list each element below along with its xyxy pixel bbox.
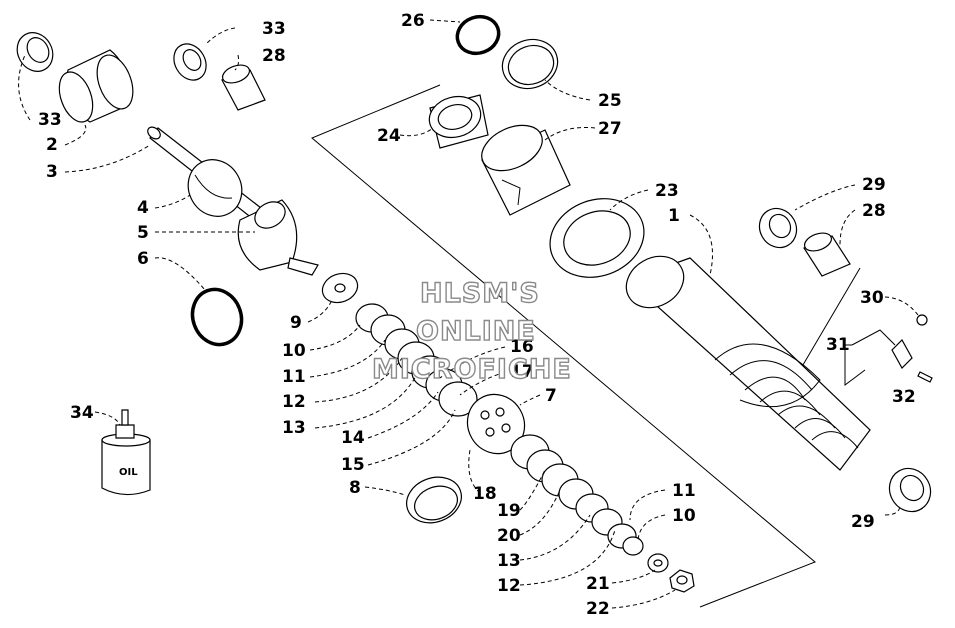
callout-28-upper: 28 <box>262 46 286 66</box>
watermark-line-1: HLSM'S <box>420 278 540 309</box>
callout-22: 22 <box>586 599 610 619</box>
upper-shim-stack <box>355 303 478 417</box>
lower-shim-stack <box>510 434 644 556</box>
callout-3: 3 <box>46 162 58 182</box>
callout-31: 31 <box>826 335 850 355</box>
callout-20: 20 <box>497 526 521 546</box>
callout-15: 15 <box>341 455 365 475</box>
callout-21: 21 <box>586 574 610 594</box>
callout-5: 5 <box>137 223 149 243</box>
part-8-piston-ring <box>406 476 462 524</box>
part-28-sleeve-right <box>803 232 851 277</box>
callout-28-right: 28 <box>862 201 886 221</box>
part-7-piston <box>466 393 526 455</box>
part-33-bushing-upper-middle <box>173 43 207 81</box>
assembly-bracket <box>311 84 861 608</box>
callout-7: 7 <box>545 386 557 406</box>
callout-1: 1 <box>668 206 680 226</box>
callout-34: 34 <box>70 403 94 423</box>
part-26-o-ring <box>455 14 501 56</box>
callout-27: 27 <box>598 119 622 139</box>
callout-30: 30 <box>860 288 884 308</box>
part-5-shaft-head <box>237 199 319 276</box>
part-6-o-ring <box>190 287 244 347</box>
callout-33-upper: 33 <box>262 19 286 39</box>
callout-29-upper: 29 <box>862 175 886 195</box>
part-24-seal-head <box>428 94 489 149</box>
leader-lines <box>18 19 919 609</box>
callout-32: 32 <box>892 387 916 407</box>
callout-2: 2 <box>46 135 58 155</box>
callout-24: 24 <box>377 126 401 146</box>
callout-6: 6 <box>137 249 149 269</box>
watermark-line-3: MICROFICHE <box>372 354 572 385</box>
part-34-oil-bottle: OIL <box>101 409 151 496</box>
watermark: HLSM'S ONLINE MICROFICHE <box>371 277 572 385</box>
part-32-valve-core <box>917 371 933 383</box>
part-4-bumper <box>187 159 243 217</box>
callout-19: 19 <box>497 501 521 521</box>
part-28-sleeve-upper-middle <box>221 64 266 111</box>
callout-23: 23 <box>655 181 679 201</box>
callout-13-upper: 13 <box>282 418 306 438</box>
callout-17: 17 <box>510 362 534 382</box>
part-1-shock-body <box>625 255 871 471</box>
part-27-bushing <box>481 124 571 216</box>
callout-10-upper: 10 <box>282 341 306 361</box>
callout-13-lower: 13 <box>497 551 521 571</box>
watermark-line-2: ONLINE <box>416 316 536 347</box>
callout-25: 25 <box>598 91 622 111</box>
callout-12-upper: 12 <box>282 392 306 412</box>
callout-26: 26 <box>401 11 425 31</box>
callout-labels: 1 2 3 4 5 6 7 8 9 10 10 11 11 12 12 13 1… <box>38 11 916 619</box>
part-2-eyelet-sleeve <box>58 49 134 123</box>
part-22-nut <box>669 569 695 593</box>
callout-18: 18 <box>473 484 497 504</box>
part-29-bushing-lower-right <box>888 467 932 513</box>
part-21-washer <box>647 553 669 573</box>
callout-9: 9 <box>290 313 302 333</box>
callout-33-left: 33 <box>38 110 62 130</box>
part-23-cap <box>549 198 645 278</box>
part-25-seal <box>501 38 559 90</box>
callout-14: 14 <box>341 428 365 448</box>
part-9-washer <box>321 272 359 304</box>
callout-4: 4 <box>137 198 149 218</box>
part-31-valve <box>891 339 913 369</box>
part-29-bushing-upper-right <box>758 207 798 249</box>
callout-16: 16 <box>510 337 534 357</box>
callout-29-lower: 29 <box>851 512 875 532</box>
callout-11-lower: 11 <box>672 481 696 501</box>
callout-12-lower: 12 <box>497 576 521 596</box>
callout-8: 8 <box>349 478 361 498</box>
part-33-bushing-upper-left <box>16 32 54 72</box>
callout-11-upper: 11 <box>282 367 306 387</box>
part-30-cap <box>916 314 928 326</box>
oil-label: OIL <box>119 467 138 478</box>
callout-10-lower: 10 <box>672 506 696 526</box>
